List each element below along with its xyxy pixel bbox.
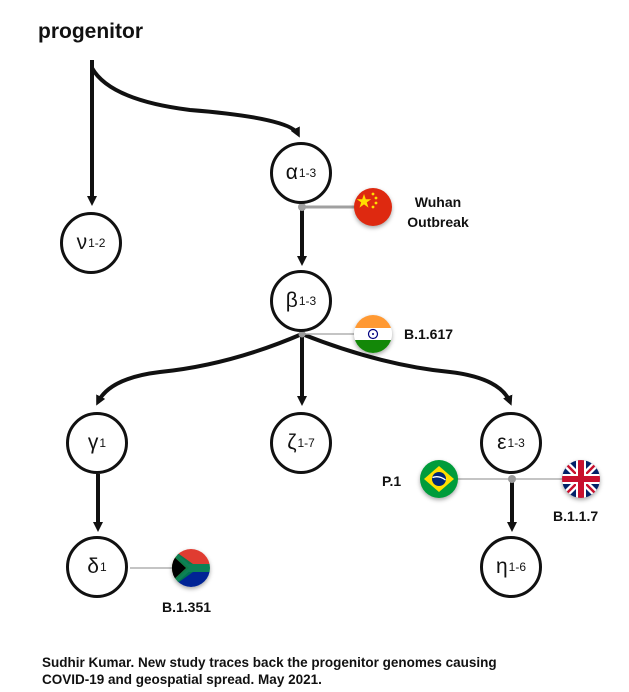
node-alpha-greek: α (285, 161, 298, 184)
south-africa-flag-icon (172, 549, 210, 587)
node-alpha-sub: 1-3 (298, 166, 317, 180)
node-eta-sub: 1-6 (508, 560, 527, 574)
node-epsilon-greek: ε (497, 431, 507, 454)
wuhan-label-line2: Outbreak (407, 214, 469, 230)
node-gamma-sub: 1 (99, 436, 107, 450)
node-zeta-greek: ζ (287, 431, 297, 454)
node-delta-sub: 1 (100, 560, 107, 574)
brazil-variant-label: P.1 (382, 473, 402, 489)
node-eta-greek: η (495, 555, 508, 578)
caption-line2: COVID-19 and geospatial spread. May 2021… (42, 672, 322, 687)
uk-variant-label: B.1.1.7 (553, 508, 599, 524)
connector-dot-india (298, 330, 306, 338)
node-beta-greek: β (285, 289, 298, 312)
india-variant-label: B.1.617 (404, 326, 454, 342)
figure-caption: Sudhir Kumar. New study traces back the … (42, 654, 582, 688)
edge-beta-epsilon (301, 332, 513, 406)
node-delta-greek: δ (87, 555, 99, 578)
node-gamma-greek: γ (87, 431, 99, 454)
wuhan-label: Wuhan Outbreak (398, 192, 478, 232)
connector-dot-wuhan (298, 203, 306, 211)
node-epsilon-sub: 1-3 (507, 436, 525, 450)
connector-dot-epsilon (508, 475, 516, 483)
node-beta-sub: 1-3 (298, 294, 317, 308)
india-flag-icon (354, 315, 392, 353)
uk-flag-icon (562, 460, 600, 498)
wuhan-label-line1: Wuhan (414, 194, 462, 210)
china-flag-icon (354, 188, 392, 226)
node-nu-sub: 1-2 (88, 236, 106, 250)
caption-line1: Sudhir Kumar. New study traces back the … (42, 655, 497, 670)
brazil-flag-icon (420, 460, 458, 498)
edge-beta-gamma (96, 332, 303, 406)
node-zeta-sub: 1-7 (297, 436, 315, 450)
south-africa-variant-label: B.1.351 (162, 599, 212, 615)
edge-progenitor-alpha (90, 66, 300, 138)
node-nu-greek: ν (76, 231, 88, 254)
progenitor-title: progenitor (38, 20, 143, 43)
